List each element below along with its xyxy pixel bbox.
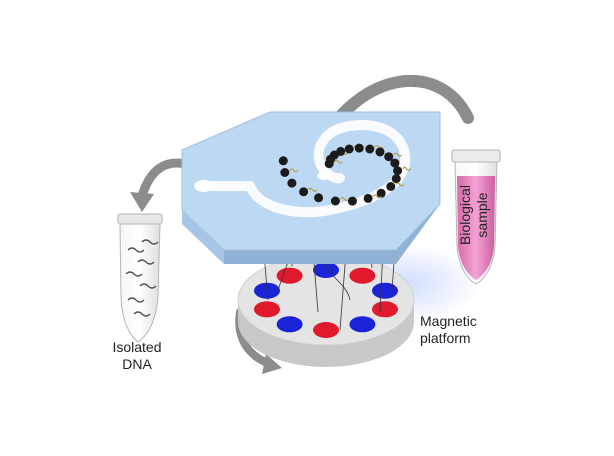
magnet-blue: [276, 316, 303, 333]
magnet-red: [349, 267, 376, 284]
magnetic-bead: [384, 152, 394, 162]
magnetic-bead: [344, 144, 354, 154]
magnet-blue: [349, 316, 376, 333]
magnetic-bead: [363, 193, 373, 203]
magnetic-bead: [390, 158, 400, 168]
magnetic-bead: [330, 196, 340, 206]
magnetic-bead: [347, 196, 357, 206]
magnet-red: [372, 301, 398, 318]
magnetic-bead: [278, 156, 288, 166]
magnetic-bead: [375, 147, 385, 157]
magnetic-bead: [354, 143, 364, 153]
label-magnetic-line2: platform: [420, 330, 471, 346]
magnetic-bead: [365, 144, 375, 154]
magnetic-bead: [299, 187, 309, 197]
microfluidic-chip: [181, 111, 441, 264]
magnetic-bead: [391, 174, 401, 184]
dna-strand: [393, 152, 403, 157]
dna-strand: [395, 182, 405, 187]
outlet-port: [194, 180, 214, 192]
magnet-red: [313, 322, 339, 338]
dna-strand: [289, 168, 299, 173]
magnetic-platform: [237, 244, 482, 367]
tube-with-dna-icon: [117, 213, 163, 343]
magnetic-bead: [393, 166, 403, 176]
magnet-red: [254, 301, 280, 318]
dna-strand: [333, 159, 343, 164]
magnetic-bead: [280, 168, 290, 177]
dna-strand: [372, 194, 382, 199]
magnetic-bead: [376, 188, 386, 198]
dna-strand: [402, 166, 412, 171]
magnetic-bead: [336, 146, 346, 156]
label-biological-line2: sample: [474, 192, 490, 237]
dna-strand: [339, 196, 349, 202]
label-biological-line1: Biological: [457, 185, 473, 245]
magnet-blue: [372, 282, 398, 299]
magnetic-bead: [386, 182, 396, 191]
dna-strand: [308, 187, 318, 192]
curved-arrow-icon: [130, 158, 195, 212]
magnet-blue: [313, 262, 339, 278]
label-isolated-line2: DNA: [122, 356, 152, 372]
tube-with-sample-icon: [451, 149, 501, 285]
magnetic-bead: [314, 193, 324, 203]
magnet-red: [276, 267, 303, 284]
magnetic-bead: [287, 178, 297, 188]
label-magnetic-line1: Magnetic: [420, 313, 477, 329]
label-isolated-line1: Isolated: [112, 339, 161, 355]
inlet-port: [317, 172, 331, 180]
